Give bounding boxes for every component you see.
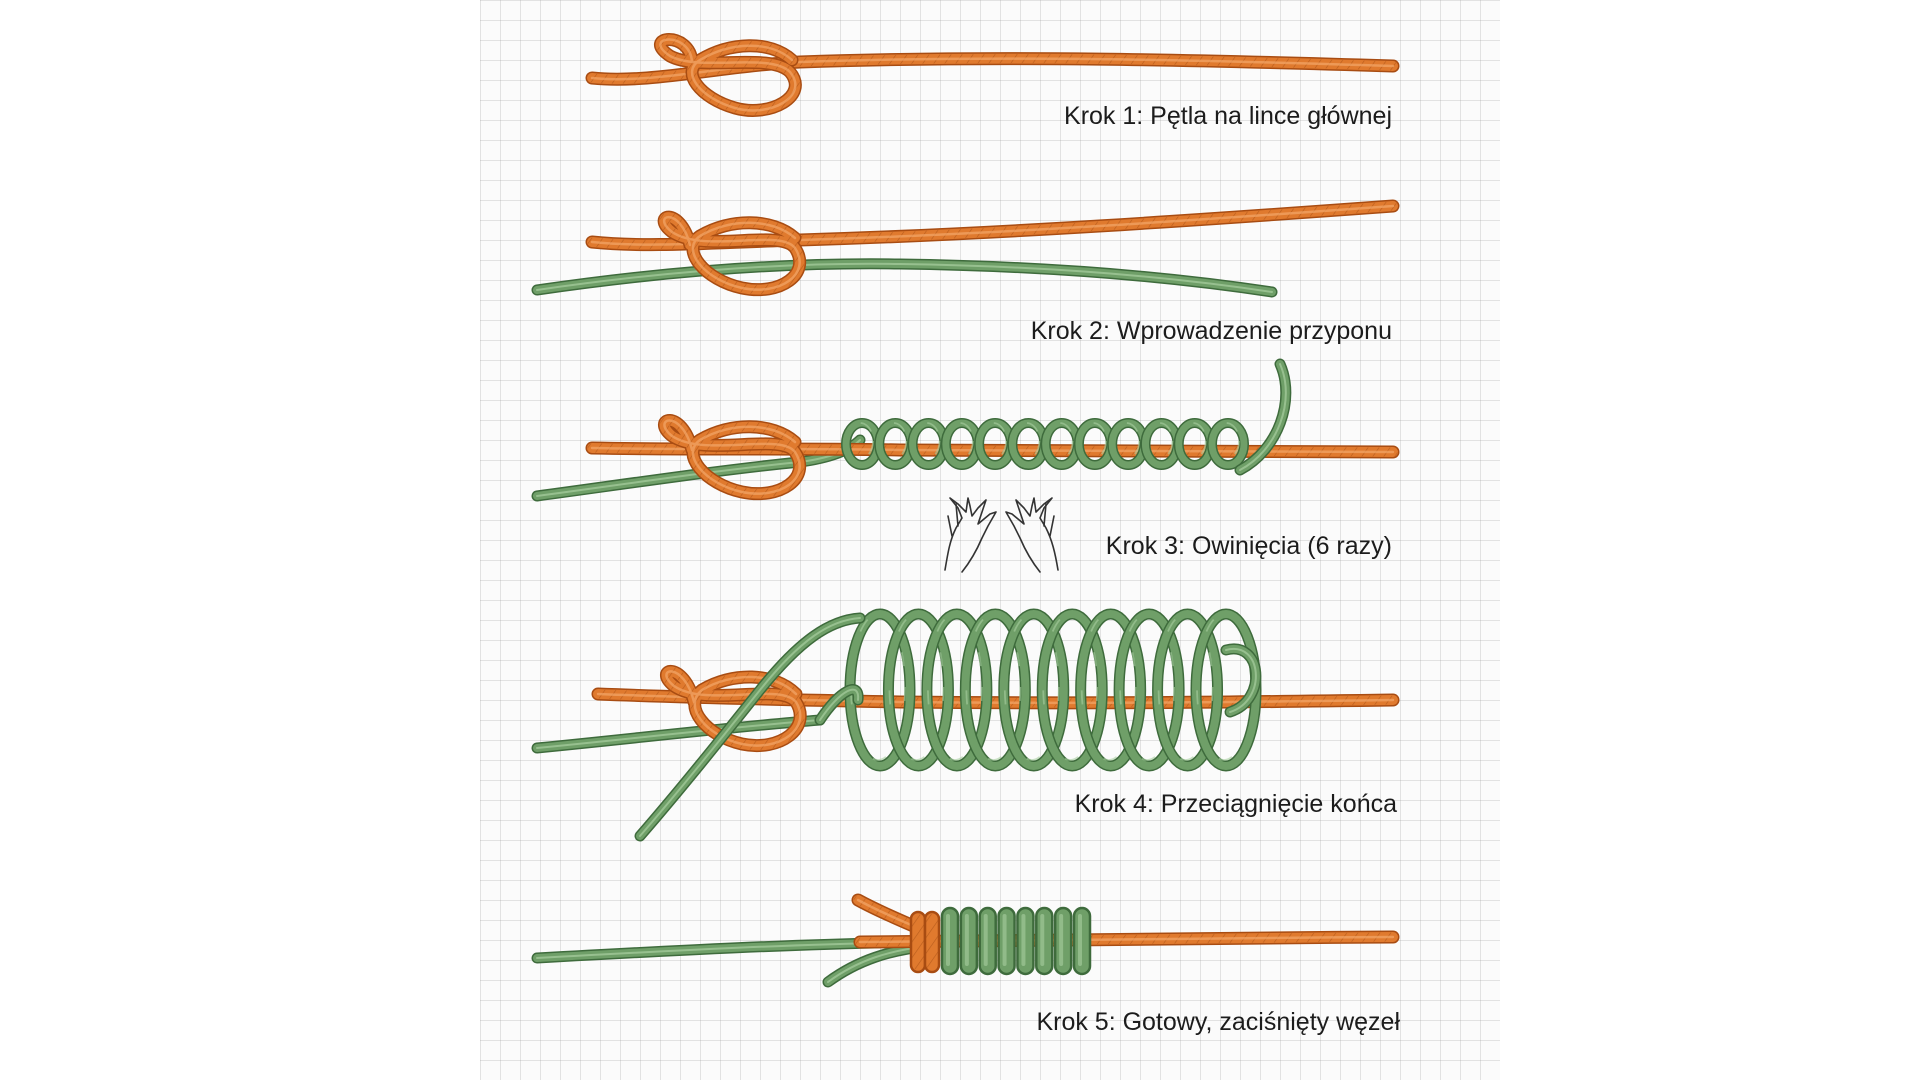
step-4-label: Krok 4: Przeciągnięcie końca — [1074, 790, 1397, 818]
step-4-illustration — [531, 608, 1400, 842]
main-line-rope — [585, 199, 1400, 252]
step-2-label: Krok 2: Wprowadzenie przyponu — [1030, 317, 1392, 345]
leader-wraps-coil — [814, 608, 1262, 772]
leader-tag-end-pulled-through — [634, 612, 866, 842]
leader-line — [531, 714, 826, 754]
step-5-label: Krok 5: Gotowy, zaciśnięty węzeł — [1036, 1008, 1400, 1036]
overhand-loop — [657, 210, 807, 297]
main-line-tag-end — [851, 893, 925, 935]
overhand-loop — [658, 414, 807, 501]
step-3-label: Krok 3: Owinięcia (6 razy) — [1105, 532, 1392, 560]
main-line-rope — [585, 52, 1400, 86]
overhand-loop — [654, 33, 802, 117]
tightened-knot-coils — [909, 906, 1092, 976]
step-1-label: Krok 1: Pętla na lince głównej — [1064, 102, 1392, 130]
leader-tag-end — [1234, 358, 1292, 476]
step-5-illustration — [531, 893, 1400, 988]
overhand-loop — [660, 664, 807, 752]
grid-paper-background — [480, 0, 1500, 1080]
step-3-illustration — [531, 358, 1400, 502]
leader-line — [531, 258, 1278, 298]
hands-outline-icon — [944, 497, 1059, 573]
leader-wraps-coil — [841, 418, 1249, 470]
step-1-illustration — [585, 33, 1400, 117]
step-2-illustration — [531, 199, 1400, 298]
